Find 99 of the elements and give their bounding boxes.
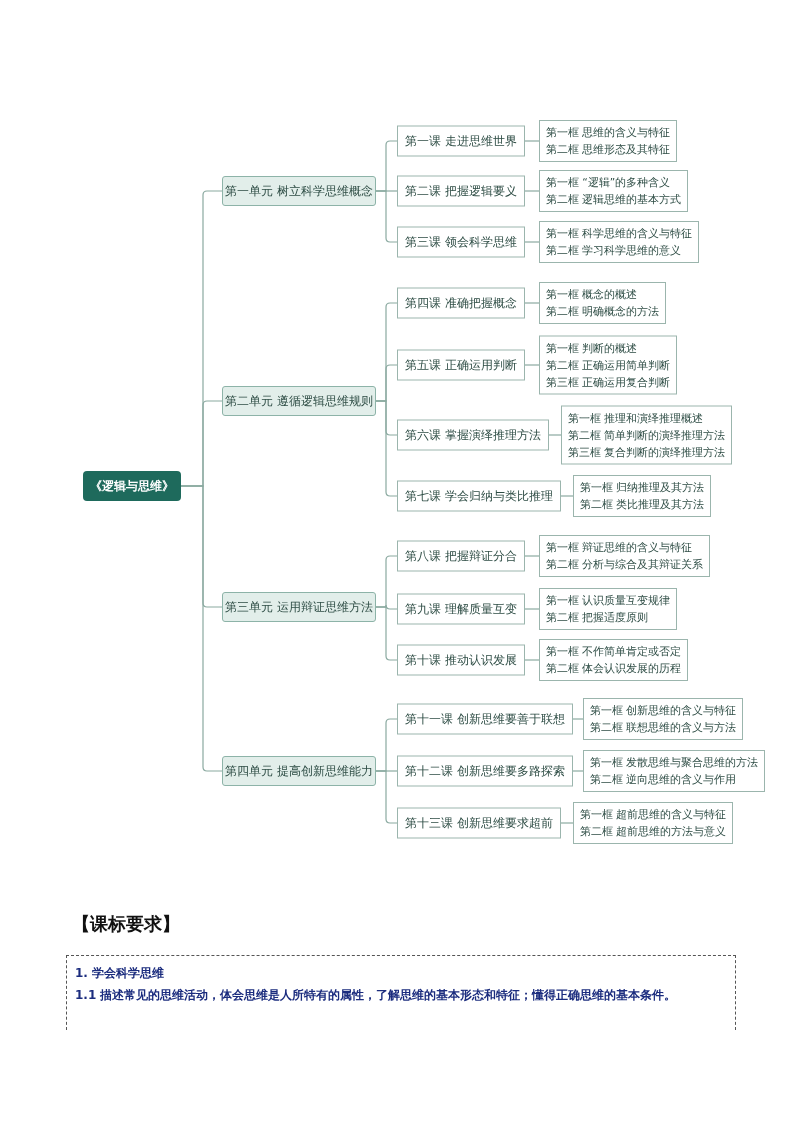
node-label: 第五课 正确运用判断 [405,357,517,372]
section-label: 第二框 学习科学思维的意义 [546,243,683,258]
section-label: 第一框 超前思维的含义与特征 [580,807,727,822]
section-label: 第一框 认识质量互变规律 [546,593,671,608]
section-list-box [583,750,766,792]
section-label: 第二框 逻辑思维的基本方式 [546,192,682,207]
lesson-box [397,419,549,451]
section-list-box [583,698,744,740]
connector-line [572,770,584,772]
connector-line [524,608,540,610]
section-label: 第二框 把握适度原则 [546,610,650,625]
lesson-box [397,349,525,381]
section-list-box [539,639,689,681]
section-label: 第三框 复合判断的演绎推理方法 [568,444,726,460]
section-label: 第二框 体会认识发展的历程 [546,661,682,676]
node-label: 第四单元 提高创新思维能力 [225,762,373,780]
section-label: 第三框 正确运用复合判断 [546,374,671,390]
connector-line [180,485,223,772]
section-label: 第一框 归纳推理及其方法 [580,480,705,495]
section-heading: 【课标要求】 [72,912,180,936]
connector-line [524,364,540,366]
section-list-box [539,535,711,577]
section-label: 第一框 判断的概述 [546,340,639,356]
lesson-box [397,226,525,258]
node-label: 第六课 掌握演绎推理方法 [405,427,541,442]
requirement-box [66,955,736,1030]
connector-line [524,302,540,304]
node-label: 第三课 领会科学思维 [405,234,517,249]
section-label: 第一框 概念的概述 [546,287,639,302]
section-label: 第一框 “逻辑”的多种含义 [546,175,672,190]
connector-line [375,190,398,243]
section-label: 第二框 正确运用简单判断 [546,357,671,373]
section-label: 第二框 简单判断的演绎推理方法 [568,427,726,443]
section-list-box [561,405,733,465]
lesson-box [397,287,525,319]
section-label: 第一框 思维的含义与特征 [546,125,671,140]
node-label: 第十三课 创新思维要求超前 [405,815,553,830]
connector-line [375,770,398,824]
node-label: 第九课 理解质量互变 [405,601,517,616]
node-label: 第十一课 创新思维要善于联想 [405,711,565,726]
unit-box [222,592,376,622]
node-label: 《逻辑与思维》 [90,477,174,495]
connector-line [560,822,574,824]
requirement-text: 1.1 描述常见的思维活动，体会思维是人所特有的属性，了解思维的基本形态和特征；懂得正确思维的基本条件。 [75,987,678,1004]
section-label: 第二框 联想思维的含义与方法 [590,720,737,735]
section-list-box [539,221,700,263]
node-label: 第四课 准确把握概念 [405,295,517,310]
node-label: 第十二课 创新思维要多路探索 [405,763,565,778]
connector-line [375,606,398,661]
section-label: 第一框 推理和演绎推理概述 [568,410,705,426]
connector-line [524,659,540,661]
section-list-box [539,170,689,212]
unit-box [222,386,376,416]
node-label: 第二单元 遵循逻辑思维规则 [225,392,373,410]
connector-line [524,241,540,243]
connector-line [560,495,574,497]
lesson-box [397,480,561,512]
lesson-box [397,540,525,572]
connector-line [524,140,540,142]
section-label: 第二框 类比推理及其方法 [580,497,705,512]
connector-line [548,434,562,436]
node-label: 第七课 学会归纳与类比推理 [405,488,553,503]
node-label: 第一课 走进思维世界 [405,133,517,148]
connector-line [375,400,398,497]
lesson-box [397,125,525,157]
node-label: 第十课 推动认识发展 [405,652,517,667]
section-label: 第二框 明确概念的方法 [546,304,660,319]
section-label: 第二框 超前思维的方法与意义 [580,824,727,839]
requirement-text: 1. 学会科学思维 [75,965,166,982]
lesson-box [397,807,561,839]
lesson-box [397,703,573,735]
section-list-box [539,120,678,162]
node-label: 第二课 把握逻辑要义 [405,183,517,198]
section-label: 第二框 思维形态及其特征 [546,142,671,157]
connector-line [572,718,584,720]
lesson-box [397,644,525,676]
section-list-box [539,282,667,324]
section-label: 第一框 创新思维的含义与特征 [590,703,737,718]
connector-line [524,190,540,192]
section-list-box [573,802,734,844]
node-label: 第三单元 运用辩证思维方法 [225,598,373,616]
section-label: 第一框 发散思维与聚合思维的方法 [590,755,759,770]
lesson-box [397,593,525,625]
node-label: 第八课 把握辩证分合 [405,548,517,563]
unit-box [222,756,376,786]
section-label: 第二框 逆向思维的含义与作用 [590,772,738,787]
unit-box [222,176,376,206]
section-list-box [573,475,712,517]
section-label: 第一框 不作简单肯定或否定 [546,644,682,659]
lesson-box [397,755,573,787]
node-label: 第一单元 树立科学思维概念 [225,182,373,200]
connector-line [524,555,540,557]
section-label: 第二框 分析与综合及其辩证关系 [546,557,704,572]
section-label: 第一框 科学思维的含义与特征 [546,226,693,241]
section-label: 第一框 辩证思维的含义与特征 [546,540,694,555]
section-list-box [539,588,678,630]
section-list-box [539,335,678,395]
lesson-box [397,175,525,207]
root-topic-box [83,471,181,501]
